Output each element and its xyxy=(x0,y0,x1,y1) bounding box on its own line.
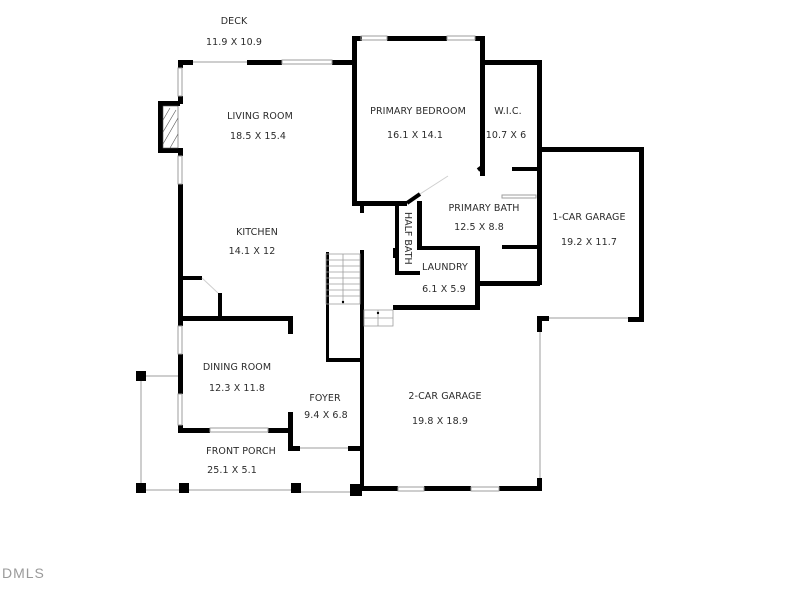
room-name: LIVING ROOM xyxy=(227,111,293,122)
room-dimensions: 14.1 X 12 xyxy=(228,246,276,257)
room-dimensions: 19.8 X 18.9 xyxy=(412,416,468,427)
fireplace xyxy=(162,105,179,149)
room-dimensions: 12.5 X 8.8 xyxy=(454,222,504,233)
room-dimensions: 16.1 X 14.1 xyxy=(387,130,443,141)
stairs xyxy=(325,253,394,327)
room-name: 2-CAR GARAGE xyxy=(408,391,482,402)
room-name: DINING ROOM xyxy=(202,362,272,373)
room-name: 1-CAR GARAGE xyxy=(552,212,626,223)
walls xyxy=(136,36,644,496)
room-dimensions: 10.7 X 6 xyxy=(485,130,527,141)
windows-and-openings xyxy=(140,35,628,493)
room-dimensions: 6.1 X 5.9 xyxy=(422,284,466,295)
room-dimensions: 11.9 X 10.9 xyxy=(206,37,262,48)
room-half-bath: HALF BATH xyxy=(402,212,413,265)
watermark: DMLS xyxy=(2,565,45,581)
room-name: KITCHEN xyxy=(236,227,278,238)
room-name: PRIMARY BEDROOM xyxy=(370,106,466,117)
room-dimensions: 19.2 X 11.7 xyxy=(561,237,617,248)
room-name: W.I.C. xyxy=(494,106,522,117)
room-name: PRIMARY BATH xyxy=(448,203,520,214)
room-dimensions: 18.5 X 15.4 xyxy=(230,131,286,142)
room-name: FRONT PORCH xyxy=(206,446,276,457)
room-name: LAUNDRY xyxy=(422,262,468,273)
room-dimensions: 25.1 X 5.1 xyxy=(207,465,257,476)
room-dimensions: 12.3 X 11.8 xyxy=(209,383,265,394)
room-name: FOYER xyxy=(309,393,341,404)
room-name: DECK xyxy=(220,16,248,27)
room-dimensions: 9.4 X 6.8 xyxy=(304,410,348,421)
doors xyxy=(405,165,484,205)
